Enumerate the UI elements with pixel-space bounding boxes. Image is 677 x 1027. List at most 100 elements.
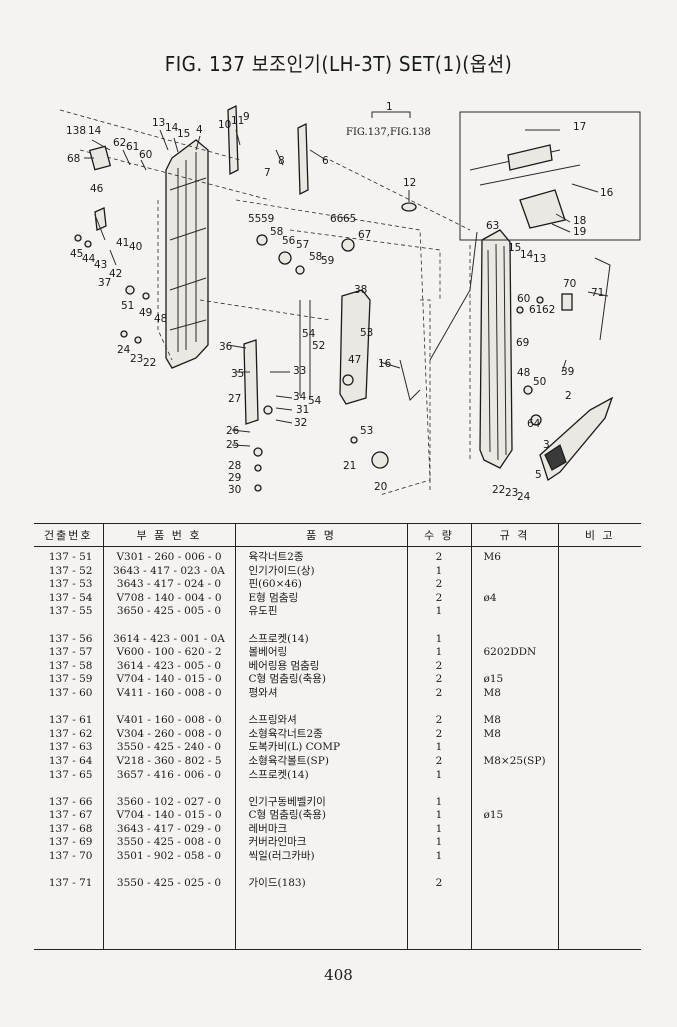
callout-5: 5 <box>535 469 542 481</box>
callout-56: 56 <box>282 235 296 247</box>
callout-138: 138 <box>66 125 86 137</box>
callout-22: 22 <box>143 357 156 369</box>
callout-47: 47 <box>348 354 361 366</box>
callout-52: 52 <box>312 340 325 352</box>
callout-15: 15 <box>508 242 521 254</box>
callout-63: 63 <box>486 220 499 232</box>
callout-53: 53 <box>360 425 373 437</box>
callout-13: 13 <box>152 117 165 129</box>
callout-35: 35 <box>231 368 244 380</box>
callout-4: 4 <box>196 124 203 136</box>
table-header-row: 건출번호 부 품 번 호 품 명 수 량 규 격 비 고 <box>34 523 641 547</box>
callout-14: 14 <box>165 122 179 134</box>
callout-36: 36 <box>219 341 233 353</box>
spec-column: M6 ø4 6202DDN ø15 M8 M8 M8 M8×25(SP) ø15 <box>470 546 558 950</box>
right-lever-assembly <box>539 257 614 482</box>
callout-60: 60 <box>517 293 530 305</box>
callout-61: 61 <box>126 141 139 153</box>
callout-59: 59 <box>321 255 334 267</box>
callout-58: 58 <box>270 226 283 238</box>
callout-33: 33 <box>293 365 306 377</box>
callout-37: 37 <box>98 277 111 289</box>
callout-13: 13 <box>533 253 546 265</box>
callout-66: 66 <box>330 213 344 225</box>
callout-2: 2 <box>565 390 572 402</box>
callout-62: 62 <box>542 304 555 316</box>
callout-19: 19 <box>573 226 586 238</box>
callout-29: 29 <box>228 472 241 484</box>
right-guide-frame <box>469 229 513 469</box>
callout-7: 7 <box>264 167 271 179</box>
callout-23: 23 <box>130 353 143 365</box>
callout-50: 50 <box>533 376 546 388</box>
callout-71: 71 <box>591 287 604 299</box>
parts-list-table: 건출번호 부 품 번 호 품 명 수 량 규 격 비 고 137 - 51 13… <box>34 523 641 950</box>
remarks-column <box>557 546 641 950</box>
exploded-parts-diagram: 1 FIG.137,FIG.138 138 14 68 62 61 60 13 … <box>59 101 641 503</box>
callout-69: 69 <box>516 337 529 349</box>
callout-65: 65 <box>343 213 356 225</box>
callout-34: 34 <box>293 391 307 403</box>
callout-40: 40 <box>129 241 142 253</box>
callout-1: 1 <box>386 101 393 113</box>
item-no-column: 137 - 51 137 - 52 137 - 53 137 - 54 137 … <box>34 546 103 950</box>
callout-fig-ref: FIG.137,FIG.138 <box>346 127 431 138</box>
callout-21: 21 <box>343 460 356 472</box>
callout-61: 61 <box>529 304 542 316</box>
callout-43: 43 <box>94 259 107 271</box>
inset-detail-box <box>429 111 641 361</box>
header-spec: 규 격 <box>470 523 558 547</box>
callout-32: 32 <box>294 417 307 429</box>
callout-67: 67 <box>358 229 371 241</box>
callout-48: 48 <box>154 313 167 325</box>
callout-3: 3 <box>543 439 550 451</box>
callout-10: 10 <box>218 119 231 131</box>
callout-44: 44 <box>82 253 96 265</box>
callout-55: 55 <box>248 213 261 225</box>
callout-18: 18 <box>573 215 586 227</box>
callout-16: 16 <box>600 187 614 199</box>
callout-58: 58 <box>309 251 322 263</box>
callout-9: 9 <box>243 111 250 123</box>
callout-38: 38 <box>354 284 367 296</box>
callout-60: 60 <box>139 149 152 161</box>
callout-42: 42 <box>109 268 122 280</box>
callout-30: 30 <box>228 484 241 496</box>
part-no-column: V301 - 260 - 006 - 0 3643 - 417 - 023 - … <box>102 546 235 950</box>
part-name-column: 육각너트2종 인기가이드(상) 핀(60×46) E형 멈춤링 유도핀 스프로켓… <box>234 546 407 950</box>
callout-41: 41 <box>116 237 129 249</box>
table-body-row: 137 - 51 137 - 52 137 - 53 137 - 54 137 … <box>34 546 641 950</box>
assembly-bracket <box>371 111 411 118</box>
callout-46: 46 <box>90 183 104 195</box>
callout-54: 54 <box>308 395 322 407</box>
small-parts <box>74 145 573 492</box>
callout-54: 54 <box>302 328 316 340</box>
callout-45: 45 <box>70 248 83 260</box>
header-part-name: 품 명 <box>234 523 407 547</box>
callout-39: 39 <box>561 366 574 378</box>
leader-lines <box>84 129 609 447</box>
callout-57: 57 <box>296 239 309 251</box>
callout-53: 53 <box>360 327 373 339</box>
page-number: 408 <box>324 966 353 984</box>
callout-11: 11 <box>231 115 244 127</box>
callout-62: 62 <box>113 137 126 149</box>
callout-49: 49 <box>139 307 152 319</box>
callout-28: 28 <box>228 460 241 472</box>
callout-31: 31 <box>296 404 309 416</box>
left-guide-frame <box>157 104 239 369</box>
callout-64: 64 <box>527 418 541 430</box>
callout-48: 48 <box>517 367 530 379</box>
header-part-no: 부 품 번 호 <box>102 523 235 547</box>
header-item-no: 건출번호 <box>34 523 103 547</box>
callout-70: 70 <box>563 278 576 290</box>
callout-24: 24 <box>117 344 131 356</box>
callout-22: 22 <box>492 484 505 496</box>
callout-6: 6 <box>322 155 329 167</box>
callout-17: 17 <box>573 121 586 133</box>
callout-51: 51 <box>121 300 134 312</box>
callout-14: 14 <box>88 125 102 137</box>
callout-26: 26 <box>226 425 240 437</box>
header-quantity: 수 량 <box>406 523 471 547</box>
callout-59: 59 <box>261 213 274 225</box>
